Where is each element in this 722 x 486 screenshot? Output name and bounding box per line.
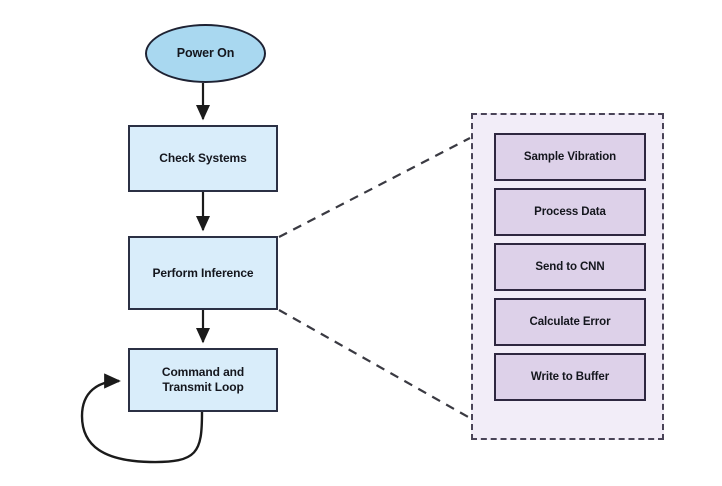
subprocess-step-send-to-cnn-label: Send to CNN — [535, 261, 605, 273]
subprocess-step-calculate-error[interactable]: Calculate Error — [494, 298, 646, 346]
subprocess-step-write-to-buffer-label: Write to Buffer — [530, 371, 610, 383]
node-power-on[interactable]: Power On — [145, 24, 266, 83]
subprocess-step-send-to-cnn[interactable]: Send to CNN — [494, 243, 646, 291]
connector-self-loop — [80, 373, 204, 464]
node-check-systems[interactable]: Check Systems — [128, 125, 278, 192]
connector-expand-bottom — [278, 309, 471, 419]
connector-expand-top — [278, 137, 471, 238]
subprocess-step-sample-vibration[interactable]: Sample Vibration — [494, 133, 646, 181]
node-command-transmit-loop-label-line1: Command and — [161, 365, 245, 380]
subprocess-step-process-data[interactable]: Process Data — [494, 188, 646, 236]
node-command-transmit-loop[interactable]: Command and Transmit Loop — [128, 348, 278, 412]
subprocess-step-calculate-error-label: Calculate Error — [529, 316, 611, 328]
subprocess-step-write-to-buffer[interactable]: Write to Buffer — [494, 353, 646, 401]
node-command-transmit-loop-label-line2: Transmit Loop — [162, 380, 244, 394]
subprocess-step-sample-vibration-label: Sample Vibration — [523, 151, 617, 163]
node-check-systems-label: Check Systems — [159, 151, 247, 166]
subprocess-step-process-data-label: Process Data — [534, 206, 606, 218]
node-power-on-label: Power On — [176, 45, 235, 60]
node-command-transmit-loop-label: Command and Transmit Loop — [162, 365, 244, 394]
node-perform-inference[interactable]: Perform Inference — [128, 236, 278, 310]
node-perform-inference-label: Perform Inference — [152, 265, 254, 280]
